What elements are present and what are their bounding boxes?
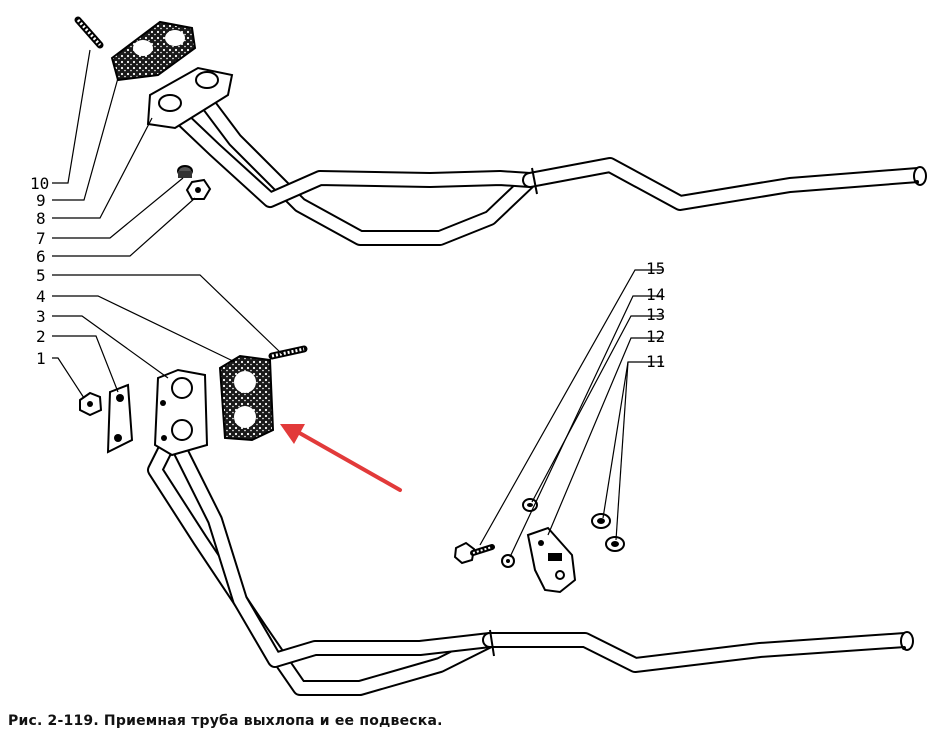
top-pipe-branch-b [167, 104, 538, 208]
callout-6: 6 [36, 247, 46, 266]
callout-numbers: 10 9 8 7 6 5 4 3 2 1 15 14 13 12 11 [30, 174, 665, 371]
callout-5: 5 [36, 266, 46, 285]
bottom-assembly [79, 345, 914, 696]
bottom-flange [153, 368, 209, 457]
suspension-clamp [526, 526, 577, 594]
callout-13: 13 [646, 305, 665, 324]
callout-10: 10 [30, 174, 49, 193]
top-washer [185, 178, 212, 200]
callout-14: 14 [646, 285, 665, 304]
callout-8: 8 [36, 209, 46, 228]
bottom-gasket [218, 354, 275, 442]
bottom-main-pipe [482, 629, 914, 673]
callout-12: 12 [646, 327, 665, 346]
top-nut [177, 165, 193, 178]
top-assembly [74, 16, 927, 246]
red-arrow-annotation [280, 424, 402, 492]
callout-2: 2 [36, 327, 46, 346]
callout-1: 1 [36, 349, 46, 368]
top-stud [74, 16, 104, 49]
top-flange [146, 66, 234, 130]
callout-11: 11 [646, 352, 665, 371]
top-pipe-branch-a [197, 92, 538, 246]
leader-lines [52, 49, 663, 558]
bottom-stud [268, 345, 308, 360]
callout-4: 4 [36, 287, 46, 306]
suspension-cushion-pair [591, 513, 625, 552]
bottom-pipe-branch-b [172, 442, 498, 668]
figure-caption: Рис. 2-119. Приемная труба выхлопа и ее … [8, 713, 443, 729]
callout-7: 7 [36, 229, 46, 248]
callout-3: 3 [36, 307, 46, 326]
top-gasket [110, 20, 197, 82]
suspension-small-nut [501, 554, 515, 568]
callout-9: 9 [36, 191, 46, 210]
top-main-pipe [522, 157, 927, 211]
callout-15: 15 [646, 259, 665, 278]
bottom-nut [79, 391, 103, 417]
bottom-bracket [106, 383, 134, 454]
suspension-bolt [453, 541, 495, 565]
